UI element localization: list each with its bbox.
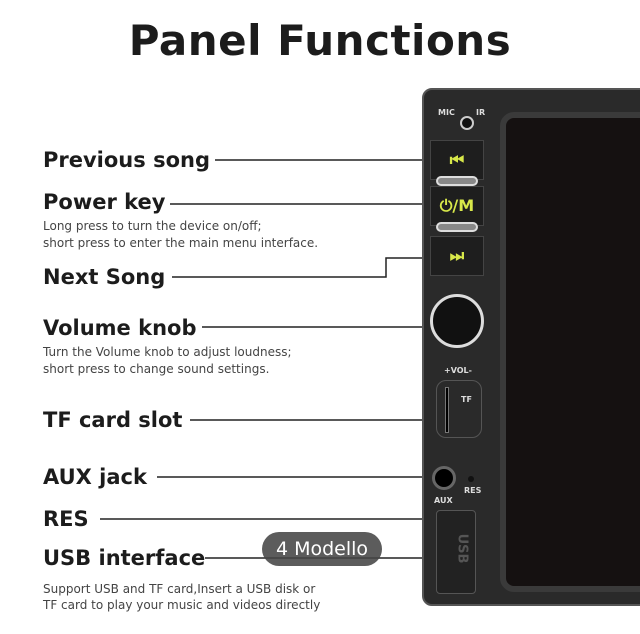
page-title: Panel Functions bbox=[128, 16, 512, 65]
button-bar bbox=[436, 176, 478, 186]
label-power-key: Power key bbox=[43, 190, 166, 214]
next-button[interactable]: ⏭ bbox=[430, 236, 484, 276]
mic-label: MIC bbox=[438, 108, 455, 117]
label-previous-song: Previous song bbox=[43, 148, 210, 172]
tf-label: TF bbox=[461, 395, 472, 404]
button-bar bbox=[436, 222, 478, 232]
usb-desc-1: Support USB and TF card,Insert a USB dis… bbox=[43, 582, 316, 596]
aux-label: AUX bbox=[434, 496, 453, 505]
label-tf-card-slot: TF card slot bbox=[43, 408, 183, 432]
label-volume-knob: Volume knob bbox=[43, 316, 197, 340]
label-aux-jack: AUX jack bbox=[43, 465, 147, 489]
display-screen[interactable] bbox=[500, 112, 640, 592]
volume-knob[interactable] bbox=[430, 294, 484, 348]
power-desc-1: Long press to turn the device on/off; bbox=[43, 219, 262, 233]
usb-label: USB bbox=[454, 533, 470, 564]
aux-jack[interactable] bbox=[432, 466, 456, 490]
label-next-song: Next Song bbox=[43, 265, 166, 289]
head-unit-panel: MIC IR ⏮ ⏻/M ⏭ +VOL- TF AUX RES USB bbox=[422, 88, 640, 606]
model-count-badge[interactable]: 4 Modello bbox=[262, 532, 382, 566]
power-desc-2: short press to enter the main menu inter… bbox=[43, 236, 319, 250]
line-res bbox=[100, 488, 471, 520]
label-res: RES bbox=[43, 507, 89, 531]
tf-card-slot[interactable]: TF bbox=[436, 380, 482, 438]
res-label: RES bbox=[464, 486, 482, 495]
power-menu-button[interactable]: ⏻/M bbox=[430, 186, 484, 226]
vol-label: +VOL- bbox=[444, 366, 472, 375]
line-next bbox=[172, 257, 426, 278]
tf-slot-opening bbox=[445, 387, 449, 433]
previous-button[interactable]: ⏮ bbox=[430, 140, 484, 180]
volume-desc-2: short press to change sound settings. bbox=[43, 362, 270, 376]
usb-desc-2: TF card to play your music and videos di… bbox=[43, 598, 321, 612]
res-button[interactable] bbox=[468, 476, 474, 482]
label-usb-interface: USB interface bbox=[43, 546, 206, 570]
usb-cover[interactable]: USB bbox=[436, 510, 476, 594]
ir-label: IR bbox=[476, 108, 486, 117]
volume-desc-1: Turn the Volume knob to adjust loudness; bbox=[43, 345, 292, 359]
ir-sensor bbox=[460, 116, 474, 130]
